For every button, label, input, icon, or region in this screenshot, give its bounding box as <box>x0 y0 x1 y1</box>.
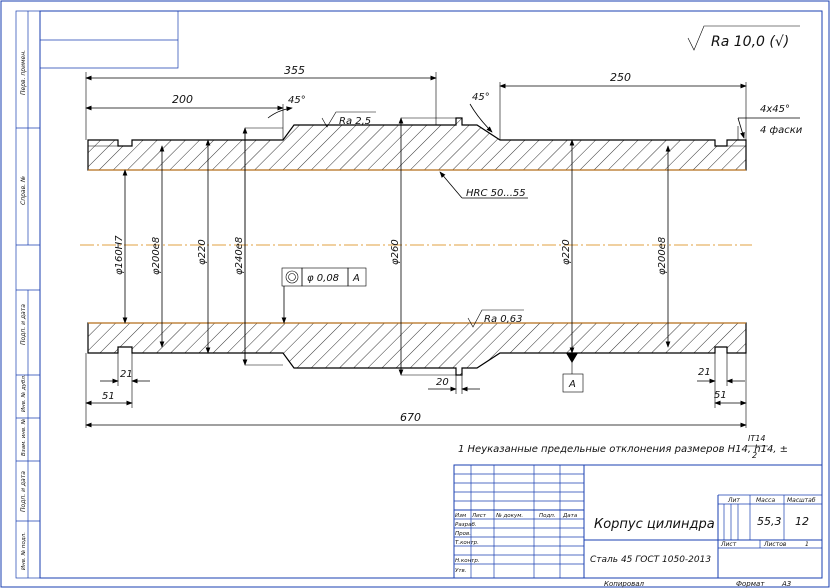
dimension-250: 250 <box>499 71 747 140</box>
tb-role-prov: Пров. <box>455 531 471 537</box>
tolerance-value: φ 0,08 <box>307 273 339 284</box>
left-sidebar: Перв. примен. Справ. № Подп. и дата Инв.… <box>15 10 41 579</box>
phi220a-text: φ220 <box>197 239 208 265</box>
hardness-text: HRC 50...55 <box>466 188 526 199</box>
dimension-21-right: 21 <box>697 353 745 386</box>
cylinder-upper-wall <box>87 117 747 171</box>
datum-a: A <box>562 353 584 393</box>
sidebar-label-podp2: Подп. и дата <box>20 471 27 512</box>
phi240-text: φ240е8 <box>234 237 245 275</box>
dim-250-text: 250 <box>610 71 631 84</box>
tb-role-razrab: Разраб. <box>455 522 477 528</box>
roughness-ra063-text: Ra 0,63 <box>484 314 523 325</box>
footer: Копировал Формат А3 <box>604 580 791 588</box>
dimension-51-right: 51 <box>714 353 747 428</box>
dimension-20: 20 <box>428 375 480 394</box>
dim-51-right-text: 51 <box>714 390 727 401</box>
dim-21-left-text: 21 <box>120 369 133 380</box>
tb-sheets-value: 1 <box>805 541 809 548</box>
phi160-text: φ160Н7 <box>114 235 125 275</box>
chamfer-text-2: 4 фаски <box>760 125 803 136</box>
note-text: 1 Неуказанные предельные отклонения разм… <box>458 444 788 455</box>
tb-scale-value: 12 <box>795 515 809 528</box>
angle-45-right: 45° <box>469 92 493 133</box>
roughness-ra063: Ra 0,63 <box>467 309 524 328</box>
dimension-51-left: 51 <box>85 353 133 428</box>
tb-header-podp: Подп. <box>539 513 556 519</box>
chamfer-text-1: 4х45° <box>760 104 790 115</box>
angle-45-right-text: 45° <box>472 92 490 103</box>
angle-45-left: 45° <box>267 95 306 119</box>
tb-mass-label: Масса <box>756 497 775 504</box>
diameter-dims: φ160Н7 φ200е8 φ220 φ240е8 φ260 φ220 φ200… <box>114 117 671 376</box>
hardness-callout: HRC 50...55 <box>439 171 528 199</box>
sidebar-label-sprav: Справ. № <box>20 176 27 205</box>
roughness-ra25: Ra 2,5 <box>321 111 376 128</box>
dim-21-right-text: 21 <box>698 367 711 378</box>
tb-role-nkontr: Н.контр. <box>455 558 480 564</box>
roughness-ra25-text: Ra 2,5 <box>339 116 371 127</box>
dimension-670: 670 <box>85 411 747 428</box>
dimension-200: 200 <box>85 93 284 140</box>
dimension-21-left: 21 <box>100 353 150 386</box>
note-frac-den: 2 <box>752 451 757 460</box>
tb-header-list: Лист <box>471 513 487 519</box>
datum-a-text: A <box>568 379 576 390</box>
sidebar-label-inv-podl: Инв. № подл. <box>21 532 27 570</box>
dim-51-left-text: 51 <box>102 391 115 402</box>
sidebar-label-inv-dubl: Инв. № дубл. <box>21 374 27 412</box>
sidebar-label-podp1: Подп. и дата <box>20 304 27 345</box>
phi220b-text: φ220 <box>561 239 572 265</box>
chamfer-callout: 4х45° 4 фаски <box>737 104 803 140</box>
material: Сталь 45 ГОСТ 1050-2013 <box>590 555 711 565</box>
dim-670-text: 670 <box>400 411 421 424</box>
footer-copied: Копировал <box>604 580 645 588</box>
tb-role-tkontr: Т.контр. <box>455 540 479 546</box>
part-name: Корпус цилиндра <box>594 517 715 532</box>
tb-sheet-label: Лист <box>720 541 737 548</box>
note-frac-num: IT14 <box>748 434 765 443</box>
tb-role-utv: Утв. <box>455 568 467 574</box>
phi200a-text: φ200е8 <box>151 237 162 275</box>
cylinder-lower-wall <box>87 322 747 376</box>
tb-lit-label: Лит <box>727 497 740 504</box>
tech-note: 1 Неуказанные предельные отклонения разм… <box>458 434 788 460</box>
roughness-general-text: Ra 10,0 (√) <box>711 34 789 50</box>
inner-frame <box>39 10 823 579</box>
tb-scale-label: Масштаб <box>787 497 816 504</box>
sidebar-label-vzam: Взам. инв. № <box>21 418 27 456</box>
tb-header-doc: № докум. <box>495 513 523 519</box>
title-block: Изм Лист № докум. Подп. Дата Разраб. Про… <box>453 464 823 579</box>
footer-format: Формат <box>736 580 765 588</box>
dim-355-text: 355 <box>284 64 305 77</box>
top-left-stamp <box>40 11 179 69</box>
tb-header-data: Дата <box>562 513 578 519</box>
dim-200-text: 200 <box>172 93 193 106</box>
dim-20-text: 20 <box>436 377 449 388</box>
footer-format-value: А3 <box>781 580 791 588</box>
phi200b-text: φ200е8 <box>657 237 668 275</box>
tb-mass-value: 55,3 <box>757 515 782 528</box>
tb-header-izm: Изм <box>455 513 466 519</box>
phi260-text: φ260 <box>390 239 401 265</box>
tolerance-datum: A <box>352 273 360 284</box>
angle-45-left-text: 45° <box>288 95 306 106</box>
tb-sheets-label: Листов <box>763 541 787 548</box>
sidebar-label-perv: Перв. примен. <box>20 50 27 95</box>
general-roughness: Ra 10,0 (√) <box>687 25 800 51</box>
tolerance-frame: φ 0,08 A <box>281 267 367 324</box>
